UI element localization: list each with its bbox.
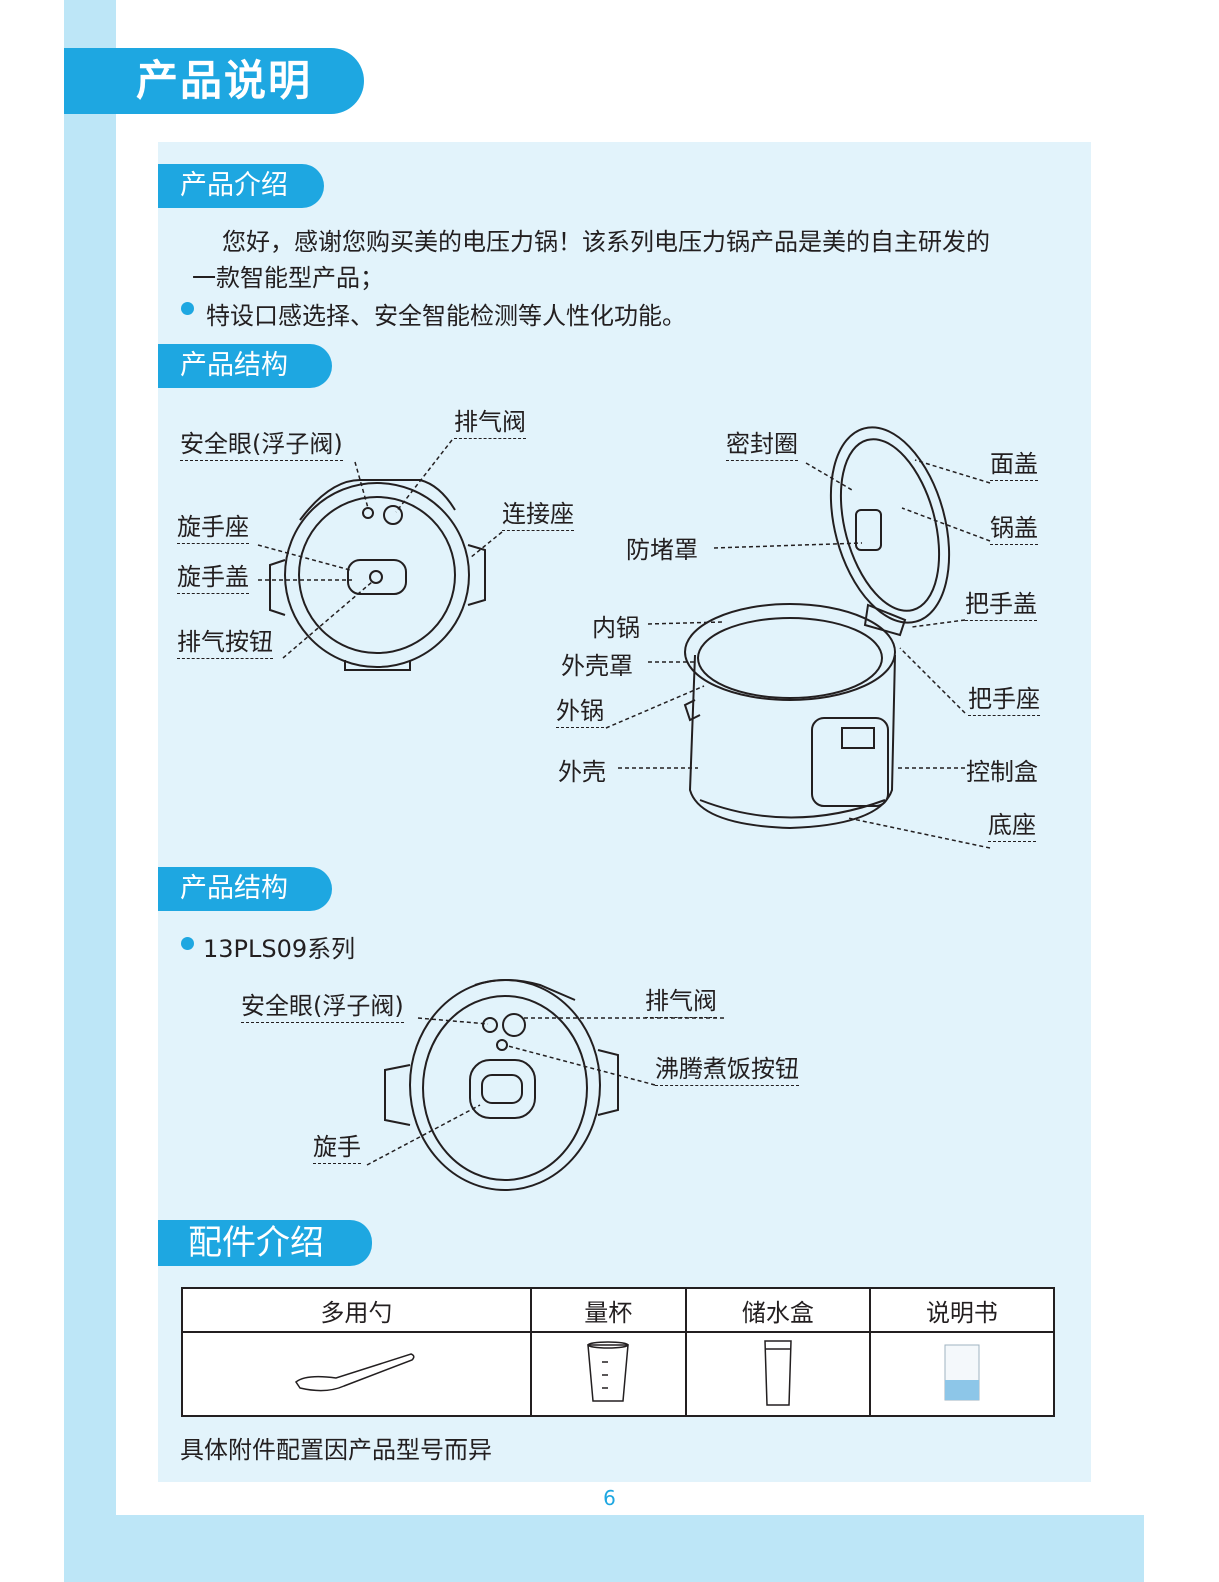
label-exhaust-button: 排气按钮 [177,628,273,659]
open-cooker-drawing [685,414,969,828]
label-base: 底座 [988,811,1036,842]
label-outer-shell: 外壳 [558,752,606,787]
label-exhaust-valve-2: 排气阀 [645,987,717,1018]
label-control-box: 控制盒 [966,752,1038,787]
label-knob-cover: 旋手盖 [177,563,249,594]
section-heading-structure-2: 产品结构 [158,867,332,911]
spoon-image [182,1332,531,1416]
label-connector-seat: 连接座 [502,500,574,531]
measuring-cup-image [531,1332,686,1416]
accessory-header: 多用勺 [182,1288,531,1332]
page-number: 6 [0,1486,1219,1510]
label-seal-ring: 密封圈 [726,430,798,461]
bullet-dot [181,937,194,950]
model-series-label: 13PLS09系列 [203,929,355,964]
water-box-icon [753,1335,803,1410]
label-safety-eye-2: 安全眼(浮子阀) [241,992,404,1023]
label-inner-pot: 内锅 [592,608,640,643]
top-view-cooker-drawing [270,480,485,670]
label-pot-lid: 锅盖 [990,514,1038,545]
accessories-table: 多用勺 量杯 储水盒 说明书 [181,1287,1055,1417]
accessory-header: 量杯 [531,1288,686,1332]
measuring-cup-icon [578,1337,638,1407]
water-box-image [686,1332,870,1416]
spoon-icon [286,1342,426,1402]
label-handle-cover: 把手盖 [965,590,1037,621]
label-shell-cover: 外壳罩 [561,646,633,681]
label-safety-eye: 安全眼(浮子阀) [180,430,343,461]
label-boil-button: 沸腾煮饭按钮 [655,1055,799,1086]
label-knob-seat: 旋手座 [177,513,249,544]
manual-icon [937,1340,987,1405]
label-anti-block-cover: 防堵罩 [626,530,698,565]
section-heading-accessories: 配件介绍 [158,1220,372,1266]
label-face-cover: 面盖 [990,450,1038,481]
accessories-note: 具体附件配置因产品型号而异 [180,1430,492,1465]
top-view-cooker-2-drawing [385,980,618,1190]
label-handle-seat: 把手座 [968,685,1040,716]
label-knob: 旋手 [313,1133,361,1164]
label-outer-pot: 外锅 [556,697,604,728]
accessory-header: 储水盒 [686,1288,870,1332]
label-exhaust-valve: 排气阀 [454,408,526,439]
accessory-header: 说明书 [870,1288,1054,1332]
manual-image [870,1332,1054,1416]
